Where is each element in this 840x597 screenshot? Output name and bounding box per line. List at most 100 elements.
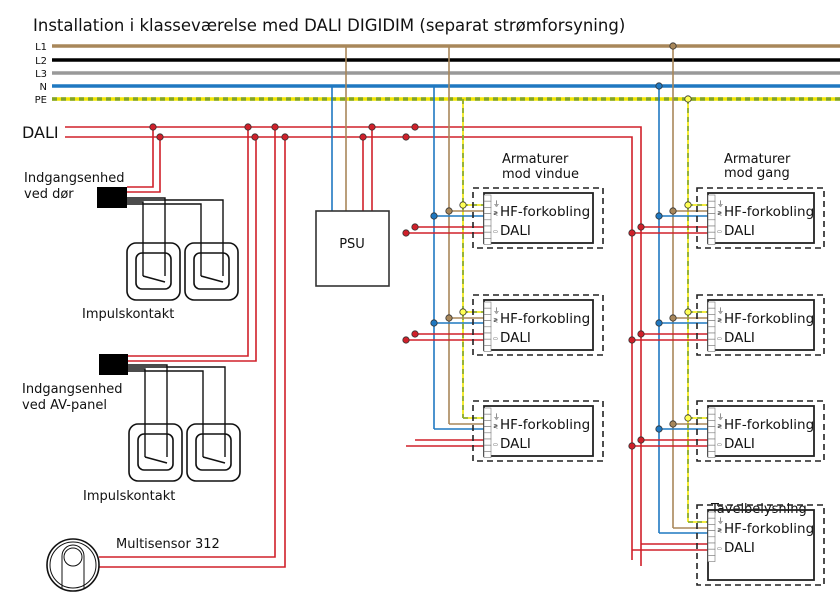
av-switch-wire — [128, 370, 204, 457]
av-dali-wire-1 — [128, 127, 249, 357]
d1-d2-terminal-label: ▭ — [493, 229, 498, 235]
pe-junction-dot — [684, 201, 692, 209]
terminal — [483, 213, 492, 221]
bus-label-l2: L2 — [35, 56, 47, 67]
door-switch-contact-lever — [142, 275, 166, 283]
door-switch-rocker — [135, 252, 172, 290]
terminal — [707, 555, 716, 562]
pe-junction-dot — [459, 201, 467, 209]
av-unit-label-2: ved AV-panel — [22, 398, 107, 413]
dali-junction-dot — [156, 133, 164, 141]
terminal — [483, 326, 492, 334]
av-switch-frame — [186, 423, 241, 482]
terminal — [483, 238, 492, 245]
group-window-label-2: mod vindue — [502, 167, 579, 182]
ln-terminal-label: ≷ — [717, 210, 722, 217]
neutral-junction-dot — [430, 319, 438, 327]
terminal — [707, 451, 716, 458]
pe-tap-dot — [684, 95, 692, 103]
door-dali-wire-1 — [127, 127, 154, 188]
group-window-label-1: Armaturer — [502, 152, 569, 167]
terminal — [707, 338, 716, 346]
l1-junction-dot — [669, 207, 677, 215]
terminal — [707, 511, 716, 519]
av-switch-wire — [128, 364, 168, 457]
terminal — [483, 231, 492, 239]
terminal — [707, 213, 716, 221]
terminal — [707, 238, 716, 245]
door-unit-label-1: Indgangsenhed — [24, 171, 125, 186]
group-hall-label-1: Armaturer — [724, 152, 791, 167]
door-switch-rocker — [193, 252, 230, 290]
dali-junction-dot — [281, 133, 289, 141]
av-dali-wire-2 — [128, 137, 257, 362]
neutral-tap-dot — [655, 82, 663, 90]
terminal — [483, 332, 492, 340]
terminal — [707, 200, 716, 208]
terminal — [707, 219, 716, 227]
ln-terminal-label: ≷ — [717, 527, 722, 534]
terminal — [707, 207, 716, 214]
ln-terminal-label: ≷ — [493, 317, 498, 324]
dali-junction-dot — [402, 229, 410, 237]
door-input-unit — [97, 187, 127, 208]
pe-junction-dot — [684, 414, 692, 422]
terminal — [483, 451, 492, 458]
d1-d2-terminal-label: ▭ — [717, 546, 722, 552]
terminal — [483, 307, 492, 315]
dali-junction-dot — [637, 436, 645, 444]
ballast-name: HF-forkobling — [724, 204, 814, 220]
terminal — [707, 314, 716, 321]
dali-junction-dot — [411, 123, 419, 131]
terminal — [707, 444, 716, 452]
earth-terminal-icon: ⏚ — [493, 307, 500, 315]
terminal — [483, 345, 492, 352]
dali-junction-dot — [359, 133, 367, 141]
bus-label-l3: L3 — [35, 69, 47, 80]
group-hall-label-2: mod gang — [724, 166, 790, 181]
bus-label-pe: PE — [35, 95, 47, 106]
av-switch-rocker — [195, 433, 232, 471]
multisensor-icon — [46, 538, 100, 592]
dali-junction-dot — [628, 229, 636, 237]
terminal — [707, 301, 716, 309]
ballast-name: HF-forkobling — [500, 204, 590, 220]
ballast-bus-label: DALI — [724, 330, 755, 346]
l1-junction-dot — [445, 207, 453, 215]
dali-junction-dot — [411, 330, 419, 338]
dali-junction-dot — [637, 223, 645, 231]
luminaire-dashed-outline — [696, 187, 825, 249]
earth-terminal-icon: ⏚ — [717, 307, 724, 315]
ballast-name: HF-forkobling — [724, 311, 814, 327]
dali-bus-line-1 — [65, 126, 642, 566]
d1-d2-terminal-label: ▭ — [493, 442, 498, 448]
neutral-junction-dot — [655, 425, 663, 433]
av-unit-label-1: Indgangsenhed — [22, 382, 123, 397]
ballast-name: HF-forkobling — [724, 417, 814, 433]
terminal — [483, 320, 492, 328]
ballast-name: HF-forkobling — [500, 311, 590, 327]
dali-junction-dot — [637, 330, 645, 338]
door-unit-label-2: ved dør — [24, 187, 74, 202]
terminal — [707, 413, 716, 421]
av-input-unit — [99, 354, 128, 375]
terminal — [483, 420, 492, 427]
sensor-dali-wire-2 — [99, 137, 286, 568]
luminaire-dashed-outline — [696, 400, 825, 462]
terminal — [483, 301, 492, 309]
door-switch-wire — [127, 199, 224, 276]
ballast-bus-label: DALI — [500, 436, 531, 452]
door-switch-wire — [127, 201, 144, 276]
terminal — [707, 548, 716, 556]
terminal — [483, 225, 492, 233]
ln-terminal-label: ≷ — [493, 210, 498, 217]
earth-terminal-icon: ⏚ — [717, 413, 724, 421]
av-switch-wire — [128, 366, 226, 457]
ballast-bus-label: DALI — [500, 223, 531, 239]
terminal — [483, 207, 492, 214]
terminal — [707, 332, 716, 340]
dali-junction-dot — [271, 123, 279, 131]
